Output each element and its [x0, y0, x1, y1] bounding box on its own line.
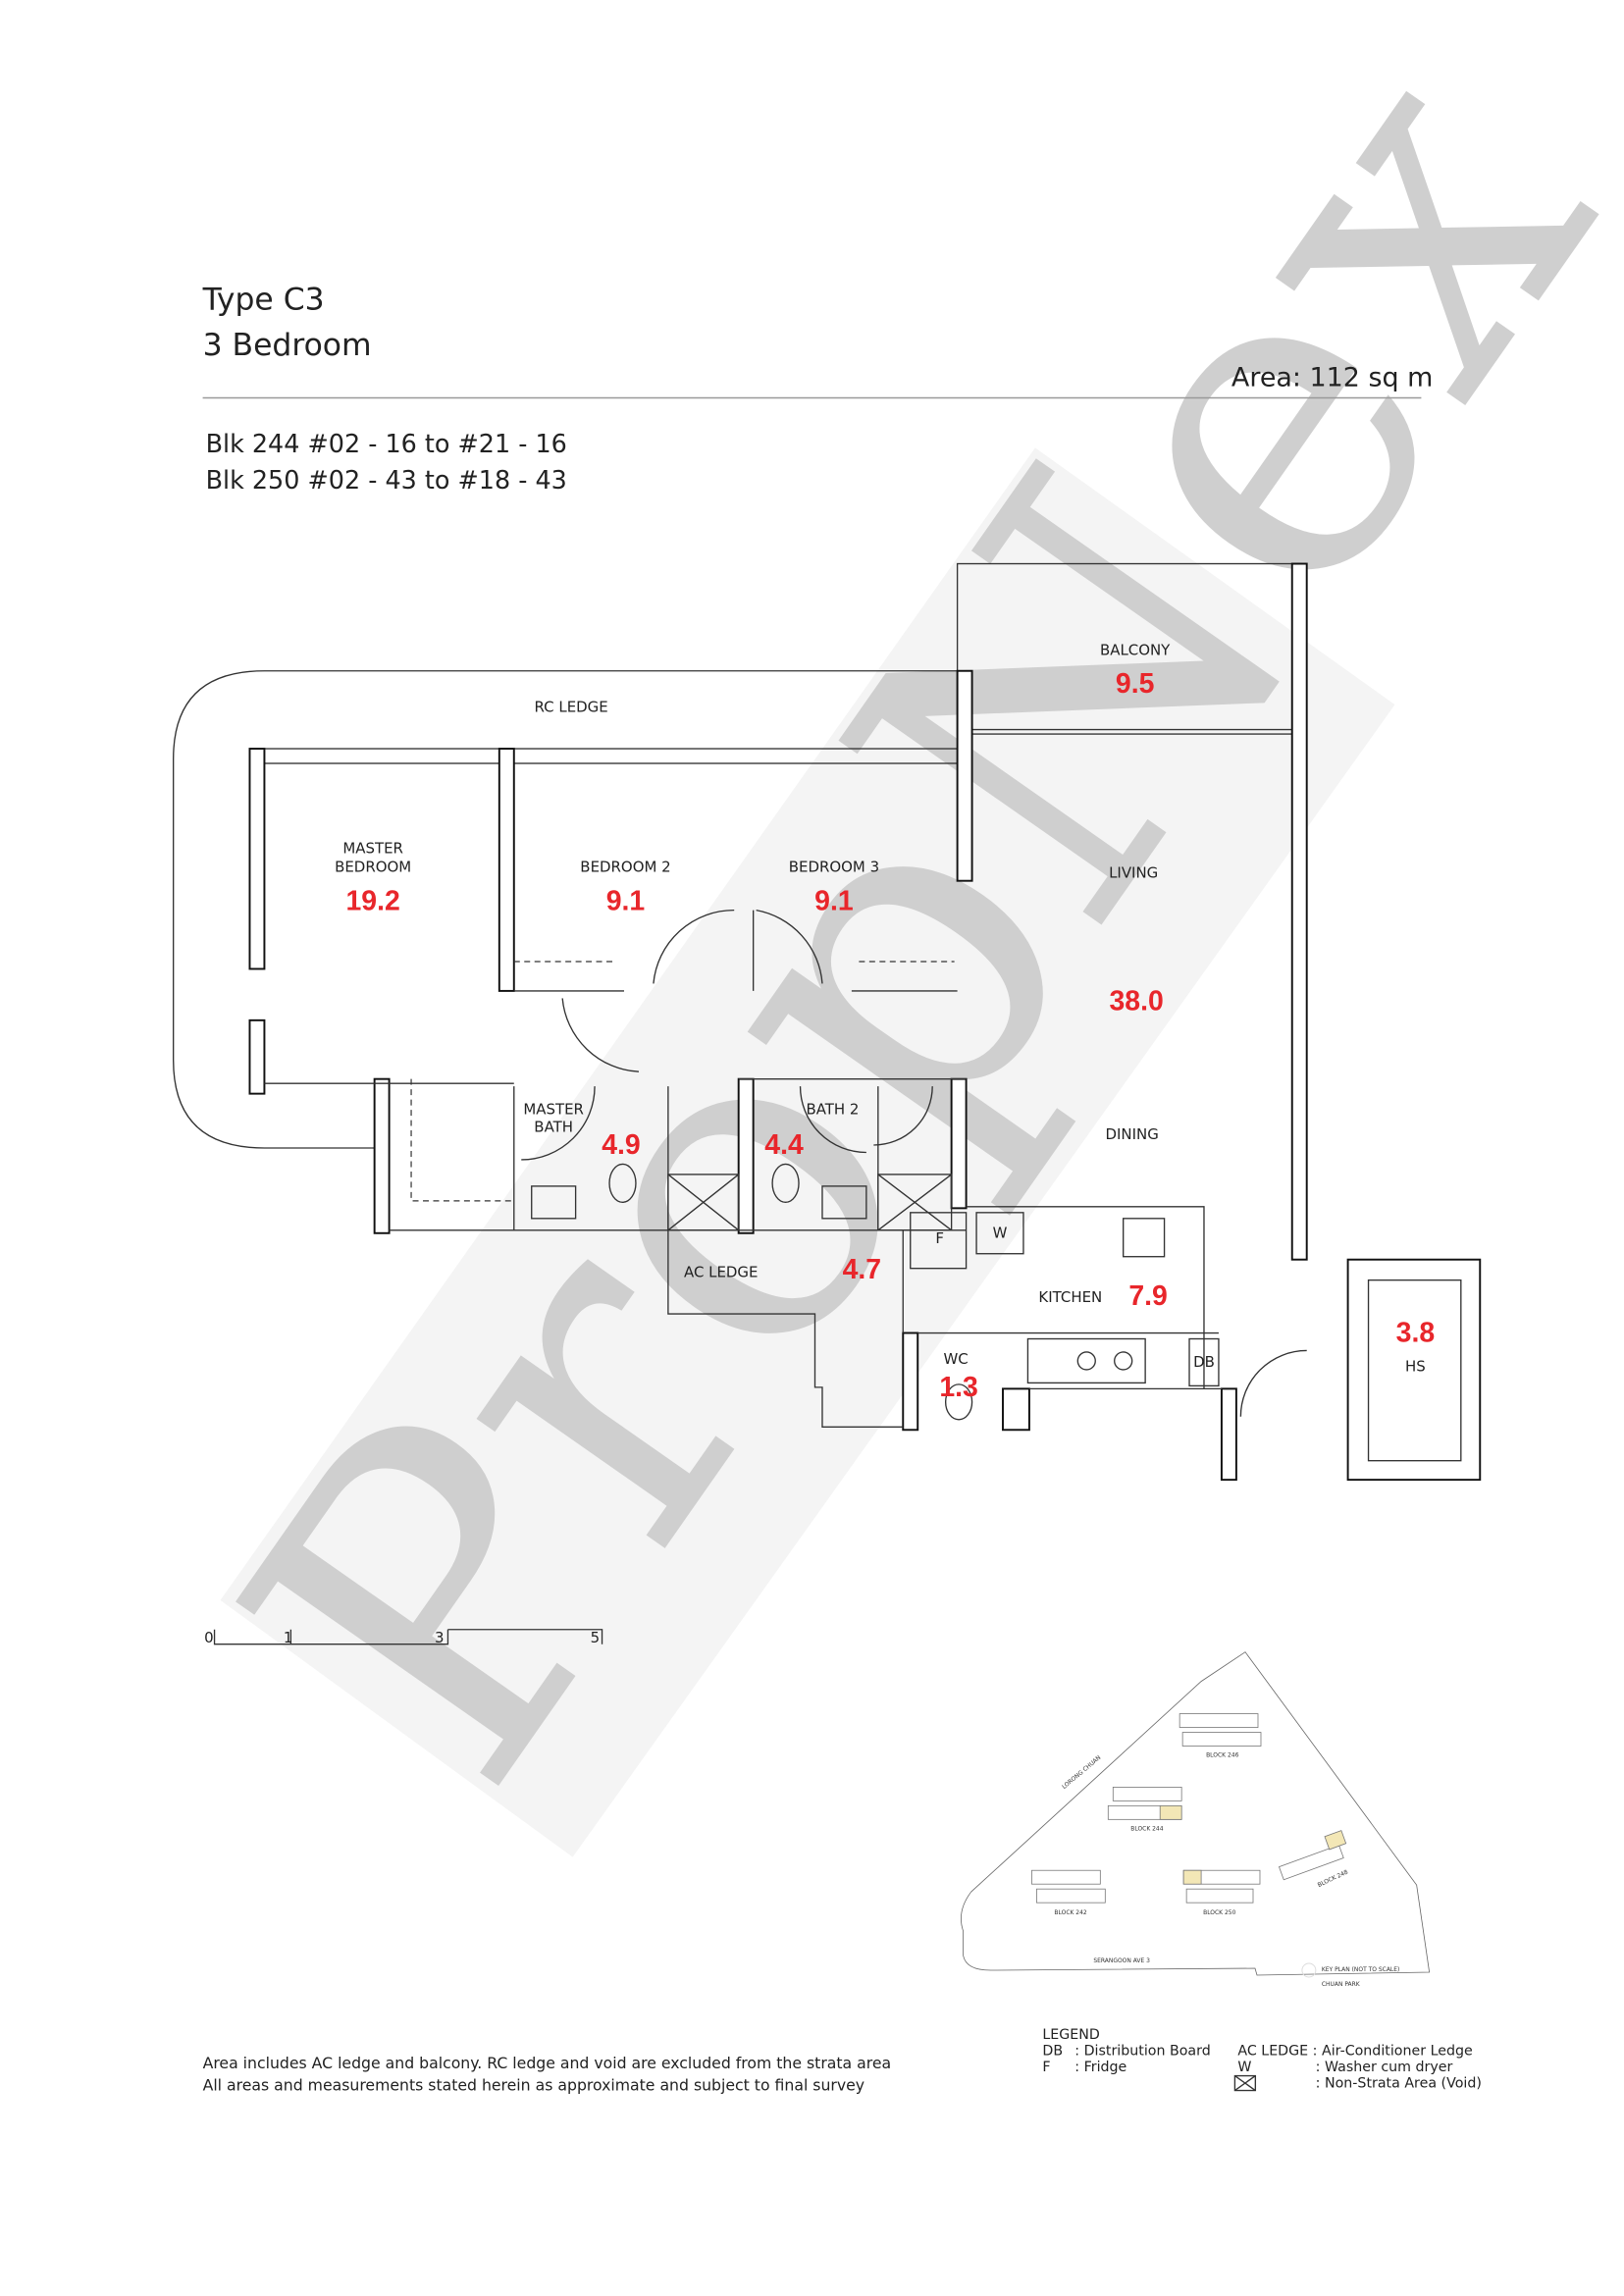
scale-bar-ticks-0: 0 — [204, 1629, 214, 1646]
bath-2-label: BATH 2 — [806, 1101, 859, 1119]
washer-label: W — [993, 1224, 1008, 1241]
floor-plan: RC LEDGE BALCONY 9.5 MASTER BEDROOM 19.2… — [172, 562, 1482, 1482]
bath-2-area: 4.4 — [764, 1129, 804, 1161]
rc-ledge-label: RC LEDGE — [535, 699, 608, 716]
living-area: 38.0 — [1110, 985, 1164, 1017]
key-plan-blocks-0: BLOCK 246 — [1206, 1751, 1238, 1758]
key-plan: LORONG CHUAN SERANGOON AVE 3 BLOCK 246 B… — [961, 1651, 1431, 1988]
master-bath-area: 4.9 — [602, 1129, 641, 1161]
wc-label: WC — [944, 1350, 969, 1368]
legend-items-3-desc: : Washer cum dryer — [1316, 2060, 1453, 2075]
wc-area: 1.3 — [939, 1372, 978, 1403]
legend-items-1-desc: : Fridge — [1074, 2060, 1126, 2075]
legend-items-4-desc: : Non-Strata Area (Void) — [1316, 2076, 1482, 2092]
note-area: Area includes AC ledge and balcony. RC l… — [203, 2054, 892, 2072]
bedroom-2-label: BEDROOM 2 — [580, 859, 670, 876]
bedroom-count: 3 Bedroom — [203, 328, 372, 363]
balcony-label: BALCONY — [1100, 641, 1171, 658]
legend-title: LEGEND — [1042, 2027, 1099, 2043]
watermark: PropNex — [149, 0, 1624, 1865]
balcony-area: 9.5 — [1116, 668, 1155, 700]
key-plan-blocks-4: BLOCK 248 — [1317, 1869, 1349, 1889]
master-bath-label: MASTER — [523, 1101, 584, 1119]
legend-items-1-key: F — [1042, 2060, 1050, 2075]
master-bedroom-area: 19.2 — [345, 886, 399, 917]
void-icon — [1233, 2074, 1257, 2092]
scale-bar: 0 1 3 5 — [204, 1629, 603, 1646]
rc-ledge-outline — [172, 670, 967, 1149]
bedroom-3-label: BEDROOM 3 — [789, 859, 879, 876]
master-bath-label-2: BATH — [534, 1119, 573, 1136]
living-label: LIVING — [1109, 864, 1158, 882]
scale-bar-ticks-1: 1 — [284, 1629, 293, 1646]
legend: LEGEND DB : Distribution Board F : Fridg… — [1042, 2027, 1481, 2091]
unit-type: Type C3 — [202, 283, 325, 318]
key-plan-title: KEY PLAN (NOT TO SCALE) — [1322, 1966, 1399, 1973]
legend-items-2-key: AC LEDGE — [1237, 2044, 1308, 2060]
key-plan-project: CHUAN PARK — [1322, 1981, 1361, 1988]
bedroom-3-area: 9.1 — [814, 886, 854, 917]
unit-area: Area: 112 sq m — [1231, 362, 1433, 392]
legend-items-0-key: DB — [1042, 2044, 1063, 2060]
bedroom-2-area: 9.1 — [606, 886, 646, 917]
hs-area: 3.8 — [1396, 1317, 1436, 1348]
unit-range-1: Blk 244 #02 - 16 to #21 - 16 — [206, 429, 567, 458]
legend-items-0-desc: : Distribution Board — [1074, 2044, 1210, 2060]
scale-bar-ticks-2: 3 — [435, 1629, 445, 1646]
key-plan-blocks-3: BLOCK 250 — [1203, 1909, 1235, 1916]
kitchen-area: 7.9 — [1128, 1280, 1168, 1312]
key-plan-roads-1: SERANGOON AVE 3 — [1093, 1957, 1150, 1964]
unit-range-2: Blk 250 #02 - 43 to #18 - 43 — [206, 465, 567, 495]
key-plan-blocks-2: BLOCK 242 — [1054, 1909, 1086, 1916]
ac-ledge-area: 4.7 — [843, 1254, 882, 1285]
dining-label: DINING — [1106, 1125, 1159, 1143]
key-plan-roads-0: LORONG CHUAN — [1061, 1754, 1102, 1791]
scale-bar-ticks-3: 5 — [591, 1629, 601, 1646]
legend-items-3-key: W — [1237, 2060, 1251, 2075]
kitchen-label: KITCHEN — [1038, 1288, 1102, 1306]
hs-label: HS — [1405, 1357, 1426, 1375]
db-label: DB — [1193, 1353, 1215, 1371]
fridge-label: F — [935, 1229, 944, 1247]
master-bedroom-label: MASTER — [342, 839, 403, 857]
watermark: PropNex — [149, 0, 1624, 1865]
note-survey: All areas and measurements stated herein… — [203, 2076, 865, 2095]
legend-items-2-desc: : Air-Conditioner Ledge — [1313, 2044, 1473, 2060]
key-plan-blocks-1: BLOCK 244 — [1130, 1825, 1163, 1832]
master-bedroom-label-2: BEDROOM — [335, 859, 411, 876]
ac-ledge-label: AC LEDGE — [684, 1264, 759, 1281]
